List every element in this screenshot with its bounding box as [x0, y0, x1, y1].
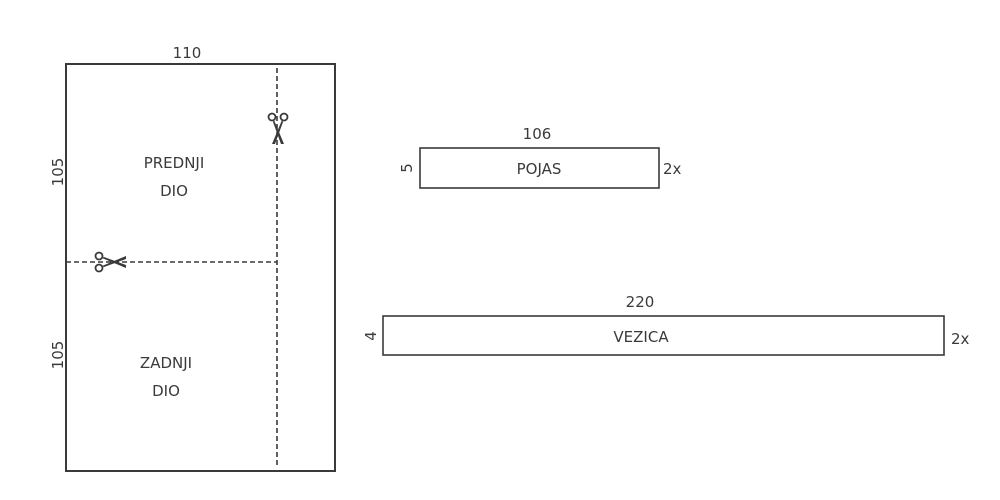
scissors-icon: [267, 112, 289, 145]
vezica-quantity: 2x: [951, 330, 970, 348]
front-height-label: 105: [49, 158, 67, 187]
vezica-label: VEZICA: [613, 328, 669, 346]
back-piece-label-2: DIO: [152, 382, 180, 400]
back-piece-label: ZADNJI: [140, 354, 192, 372]
front-piece-label: PREDNJI: [144, 154, 205, 172]
pojas-length-label: 106: [523, 125, 552, 143]
pojas-piece: [419, 147, 660, 189]
pojas-quantity: 2x: [663, 160, 682, 178]
pojas-width-label: 5: [398, 163, 416, 173]
vezica-width-label: 4: [362, 331, 380, 341]
back-height-label: 105: [49, 341, 67, 370]
vezica-length-label: 220: [626, 293, 655, 311]
pojas-label: POJAS: [517, 160, 562, 178]
front-piece-label-2: DIO: [160, 182, 188, 200]
fabric-width-label: 110: [173, 44, 202, 62]
fabric-outline: [65, 63, 336, 472]
vezica-piece: [382, 315, 945, 356]
